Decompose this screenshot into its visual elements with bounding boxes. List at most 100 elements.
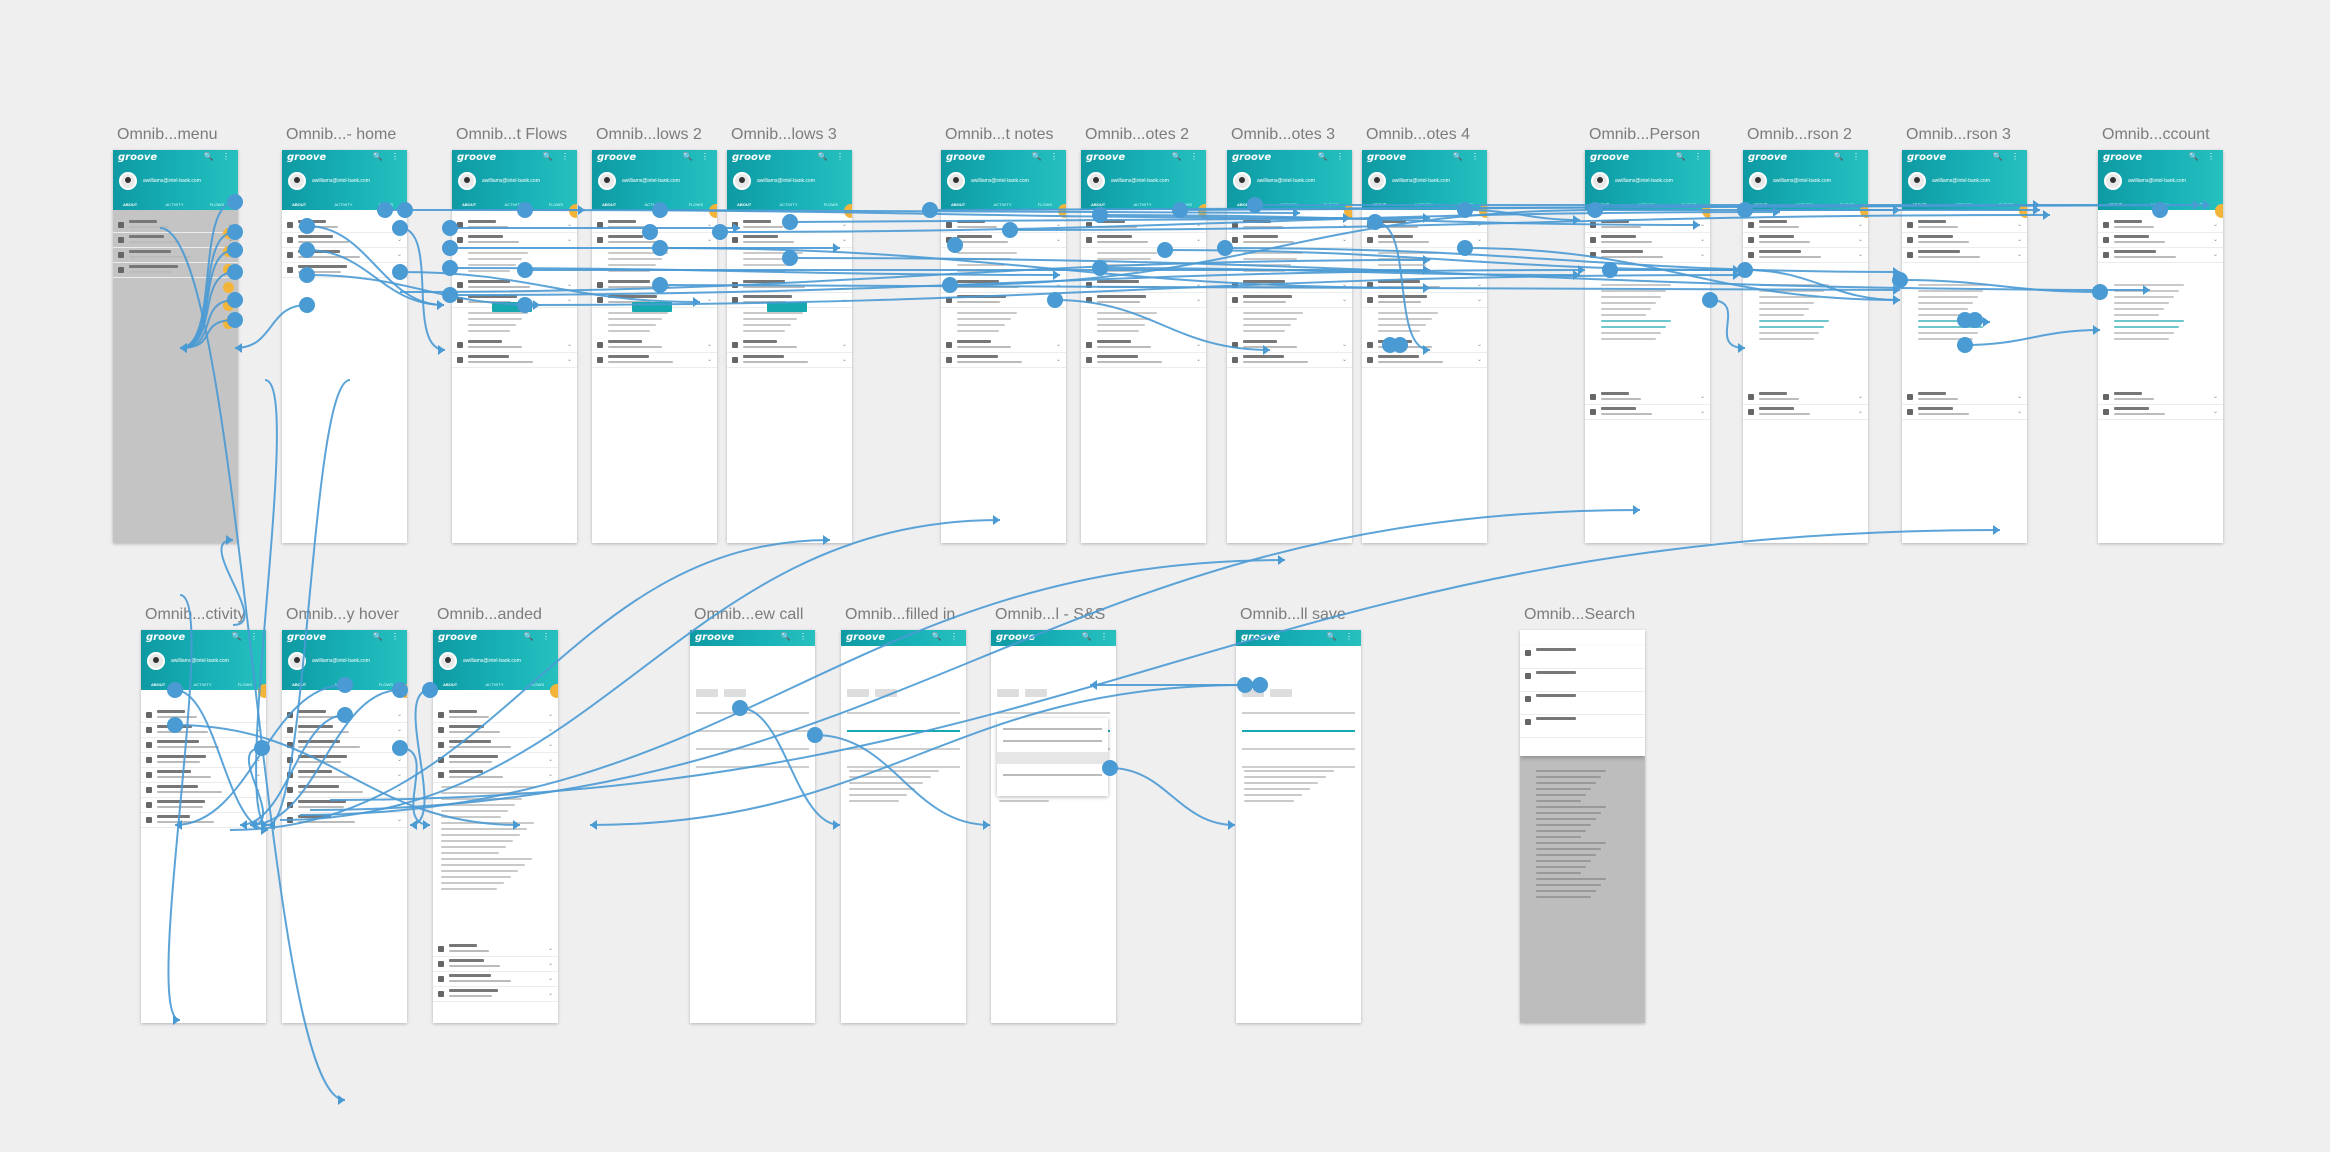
list-item[interactable]: ⌄ — [141, 723, 266, 738]
list-item[interactable]: ⌄ — [141, 768, 266, 783]
tab-flows[interactable]: FLOWS — [209, 202, 224, 207]
chevron-down-icon[interactable]: ⌄ — [706, 342, 712, 348]
list-item[interactable]: ⌄ — [941, 353, 1066, 368]
form-field[interactable] — [696, 712, 809, 714]
list-item[interactable]: ⌄ — [1743, 233, 1868, 248]
form-field[interactable] — [847, 712, 960, 714]
search-menu-icons[interactable]: 🔍 ⋮ — [542, 152, 572, 161]
form-field[interactable] — [847, 766, 960, 768]
chevron-down-icon[interactable]: ⌄ — [2212, 222, 2218, 228]
list-item[interactable]: ⌄ — [141, 813, 266, 828]
chevron-down-icon[interactable]: ⌄ — [841, 222, 847, 228]
chevron-down-icon[interactable]: ⌄ — [566, 222, 572, 228]
chevron-down-icon[interactable]: ⌄ — [706, 237, 712, 243]
list-item[interactable]: ⌄ — [2098, 248, 2223, 263]
chevron-down-icon[interactable]: ⌄ — [1195, 357, 1201, 363]
add-to-flow-button[interactable] — [632, 302, 672, 312]
chevron-down-icon[interactable]: ⌄ — [1857, 252, 1863, 258]
search-menu-icons[interactable]: 🔍 ⋮ — [1171, 152, 1201, 161]
chevron-down-icon[interactable]: ⌄ — [1195, 237, 1201, 243]
chevron-down-icon[interactable]: ⌄ — [255, 817, 261, 823]
chevron-down-icon[interactable]: ⌄ — [566, 237, 572, 243]
chevron-down-icon[interactable]: ⌄ — [396, 252, 402, 258]
tab-activity[interactable]: ACTIVITY — [193, 682, 212, 687]
tab-activity[interactable]: ACTIVITY — [334, 202, 353, 207]
tab-about[interactable]: ABOUT — [462, 202, 477, 207]
list-item[interactable]: ⌄ — [941, 233, 1066, 248]
list-item[interactable]: ⌄ — [452, 353, 577, 368]
chevron-down-icon[interactable]: ⌄ — [396, 802, 402, 808]
chevron-down-icon[interactable]: ⌄ — [1341, 357, 1347, 363]
search-menu-icons[interactable]: 🔍 ⋮ — [1833, 152, 1863, 161]
add-to-flow-button[interactable] — [767, 302, 807, 312]
chevron-down-icon[interactable]: ⌄ — [1341, 342, 1347, 348]
chevron-down-icon[interactable]: ⌄ — [1055, 282, 1061, 288]
list-item[interactable]: ⌄ — [1743, 248, 1868, 263]
list-item[interactable]: ⌄ — [452, 338, 577, 353]
chevron-down-icon[interactable]: ⌄ — [841, 357, 847, 363]
chevron-down-icon[interactable]: ⌄ — [1341, 297, 1347, 303]
chevron-down-icon[interactable]: ⌄ — [841, 297, 847, 303]
chevron-down-icon[interactable]: ⌄ — [1055, 222, 1061, 228]
chevron-down-icon[interactable]: ⌄ — [841, 282, 847, 288]
search-result[interactable] — [1520, 669, 1645, 692]
chevron-down-icon[interactable]: ⌄ — [255, 757, 261, 763]
chevron-down-icon[interactable]: ⌄ — [1055, 237, 1061, 243]
list-item[interactable]: ⌄ — [433, 957, 558, 972]
list-item[interactable]: ⌄ — [433, 768, 558, 783]
menu-action-button[interactable] — [223, 246, 234, 257]
chevron-down-icon[interactable]: ⌄ — [396, 742, 402, 748]
search-menu-icons[interactable]: 🔍 ⋮ — [523, 632, 553, 641]
search-menu-icons[interactable]: 🔍 ⋮ — [1992, 152, 2022, 161]
list-item[interactable]: ⌄ — [941, 278, 1066, 293]
list-item[interactable]: ⌄ — [1585, 390, 1710, 405]
tab-about[interactable]: ABOUT — [443, 682, 458, 687]
tab-about[interactable]: ABOUT — [737, 202, 752, 207]
add-fab-button[interactable] — [258, 684, 266, 698]
chevron-down-icon[interactable]: ⌄ — [396, 222, 402, 228]
add-fab-button[interactable] — [399, 684, 407, 698]
chevron-down-icon[interactable]: ⌄ — [1699, 394, 1705, 400]
form-field[interactable] — [696, 766, 809, 768]
list-item[interactable]: ⌄ — [113, 233, 238, 248]
list-item[interactable]: ⌄ — [727, 338, 852, 353]
list-item[interactable]: ⌄ — [282, 753, 407, 768]
list-item[interactable]: ⌄ — [141, 753, 266, 768]
list-item[interactable]: ⌄ — [141, 708, 266, 723]
chevron-down-icon[interactable]: ⌄ — [547, 772, 553, 778]
form-field[interactable] — [696, 748, 809, 750]
tab-flows[interactable]: FLOWS — [378, 682, 393, 687]
chevron-down-icon[interactable]: ⌄ — [1476, 297, 1482, 303]
list-item[interactable]: ⌄ — [1362, 218, 1487, 233]
search-menu-icons[interactable]: 🔍 ⋮ — [1317, 152, 1347, 161]
chevron-down-icon[interactable]: ⌄ — [1341, 282, 1347, 288]
search-menu-icons[interactable]: 🔍 ⋮ — [1675, 152, 1705, 161]
chevron-down-icon[interactable]: ⌄ — [2016, 237, 2022, 243]
list-item[interactable]: ⌄ — [727, 278, 852, 293]
menu-action-button[interactable] — [223, 318, 234, 329]
chevron-down-icon[interactable]: ⌄ — [547, 712, 553, 718]
list-item[interactable]: ⌄ — [433, 738, 558, 753]
tab-flows[interactable]: FLOWS — [548, 202, 563, 207]
chevron-down-icon[interactable]: ⌄ — [1476, 222, 1482, 228]
chevron-down-icon[interactable]: ⌄ — [1341, 237, 1347, 243]
search-menu-icons[interactable]: 🔍 ⋮ — [682, 152, 712, 161]
chevron-down-icon[interactable]: ⌄ — [1699, 252, 1705, 258]
chevron-down-icon[interactable]: ⌄ — [1857, 237, 1863, 243]
list-item[interactable]: ⌄ — [1902, 233, 2027, 248]
chevron-down-icon[interactable]: ⌄ — [566, 357, 572, 363]
search-menu-icons[interactable]: 🔍 ⋮ — [1081, 632, 1111, 641]
chevron-down-icon[interactable]: ⌄ — [2212, 237, 2218, 243]
tab-about[interactable]: ABOUT — [951, 202, 966, 207]
tab-activity[interactable]: ACTIVITY — [1954, 202, 1973, 207]
list-item[interactable]: ⌄ — [1362, 233, 1487, 248]
list-item[interactable]: ⌄ — [433, 987, 558, 1002]
list-item[interactable]: ⌄ — [1081, 293, 1206, 308]
tab-about[interactable]: ABOUT — [1091, 202, 1106, 207]
list-item[interactable]: ⌄ — [592, 338, 717, 353]
chevron-down-icon[interactable]: ⌄ — [255, 787, 261, 793]
add-fab-button[interactable] — [844, 204, 852, 218]
list-item[interactable]: ⌄ — [941, 293, 1066, 308]
tab-flows[interactable]: FLOWS — [378, 202, 393, 207]
chevron-down-icon[interactable]: ⌄ — [255, 772, 261, 778]
